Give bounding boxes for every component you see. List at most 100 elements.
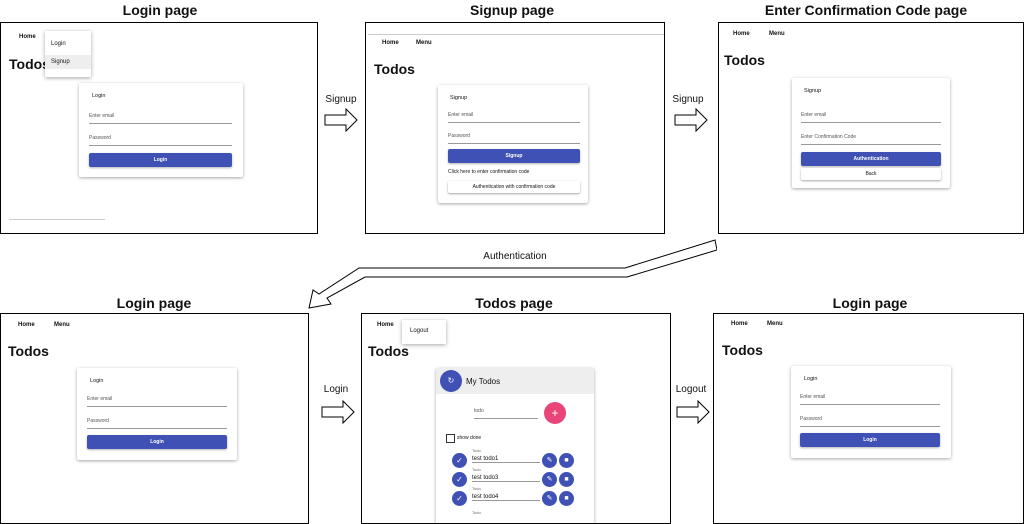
todo-label: Todo: [472, 448, 481, 453]
check-icon[interactable]: ✓: [452, 472, 467, 487]
email-field[interactable]: Enter email: [801, 112, 941, 123]
arrow-label-logout: Logout: [675, 384, 707, 395]
title-login-page-3: Login page: [832, 295, 908, 311]
nav-menu[interactable]: Menu: [767, 321, 783, 327]
password-field[interactable]: Password: [448, 133, 580, 144]
edit-icon[interactable]: ✎: [542, 491, 557, 506]
back-button[interactable]: Back: [801, 168, 941, 180]
nav-menu[interactable]: Menu: [416, 40, 432, 46]
title-confirm-page: Enter Confirmation Code page: [764, 2, 968, 18]
divider: [9, 219, 105, 220]
confirm-card: Signup Enter email Enter Confirmation Co…: [792, 78, 950, 188]
nav-bar: Home Menu: [719, 23, 1023, 45]
confirmation-hint: Click here to enter confirmation code: [448, 169, 530, 175]
email-field[interactable]: Enter email: [800, 394, 940, 405]
top-divider: [368, 34, 664, 35]
title-signup-page: Signup page: [470, 2, 554, 18]
nav-bar: Home Menu: [1, 314, 308, 336]
nav-bar: Home Menu: [366, 23, 664, 46]
todo-item-text[interactable]: test todo3: [472, 475, 540, 482]
title-login-page-2: Login page: [116, 295, 192, 311]
arrow-label-signup-2: Signup: [672, 94, 704, 105]
card-title: Signup: [450, 95, 468, 101]
arrow-right-icon: [674, 108, 708, 132]
card-title: Login: [92, 93, 106, 99]
checkbox-icon[interactable]: [446, 434, 455, 443]
nav-home[interactable]: Home: [382, 40, 399, 46]
frame-confirm: Home Menu Todos Signup Enter email Enter…: [718, 22, 1024, 234]
nav-home[interactable]: Home: [18, 322, 35, 328]
arrow-right-icon: [321, 400, 355, 424]
todo-item-text[interactable]: test todo1: [472, 456, 540, 463]
signup-button[interactable]: Signup: [448, 149, 580, 163]
login-card: Login Enter email Password Login: [791, 366, 951, 458]
authentication-button[interactable]: Authentication: [801, 152, 941, 166]
login-card: Login Enter email Password Login: [79, 83, 243, 177]
todos-card: ↻ My Todos todo + show done ✓ Todo test …: [436, 368, 594, 523]
nav-bar: Home: [362, 314, 670, 336]
nav-bar: Home: [1, 23, 317, 45]
password-field[interactable]: Password: [800, 416, 940, 427]
card-title: Login: [804, 376, 818, 382]
arrow-right-icon: [676, 400, 710, 424]
menu-item-logout[interactable]: Logout: [410, 328, 429, 334]
arrow-label-signup-1: Signup: [325, 94, 357, 105]
nav-home[interactable]: Home: [731, 321, 748, 327]
plus-icon[interactable]: +: [544, 402, 566, 424]
menu-item-signup[interactable]: Signup: [45, 55, 91, 69]
app-title: Todos: [722, 342, 763, 358]
delete-icon[interactable]: ■: [559, 453, 574, 468]
todo-item-text[interactable]: test todo4: [472, 494, 540, 501]
title-todos-page: Todos page: [475, 295, 553, 311]
arrow-label-login: Login: [323, 384, 349, 395]
email-field[interactable]: Enter email: [89, 113, 232, 124]
password-field[interactable]: Password: [89, 135, 232, 146]
dropdown-menu: Logout: [402, 320, 446, 344]
todos-title: My Todos: [466, 377, 501, 386]
nav-home[interactable]: Home: [19, 34, 36, 40]
frame-login-1: Home Todos Login Signup Login Enter emai…: [0, 22, 318, 234]
app-title: Todos: [374, 61, 415, 77]
nav-menu[interactable]: Menu: [769, 31, 785, 37]
nav-menu[interactable]: Menu: [54, 322, 70, 328]
delete-icon[interactable]: ■: [559, 472, 574, 487]
nav-home[interactable]: Home: [733, 31, 750, 37]
arrow-diagonal-icon: [308, 239, 717, 309]
todo-input[interactable]: todo: [474, 408, 538, 419]
refresh-icon[interactable]: ↻: [440, 370, 462, 392]
arrow-right-icon: [324, 108, 358, 132]
login-button[interactable]: Login: [87, 435, 227, 449]
confirmation-code-field[interactable]: Enter Confirmation Code: [801, 134, 941, 145]
todo-label: Todo: [472, 510, 481, 515]
email-field[interactable]: Enter email: [448, 112, 580, 123]
nav-home[interactable]: Home: [377, 322, 394, 328]
todo-label: Todo: [472, 486, 481, 491]
signup-card: Signup Enter email Password Signup Click…: [438, 85, 588, 203]
card-title: Login: [90, 378, 104, 384]
card-title: Signup: [804, 88, 822, 94]
frame-signup: Home Menu Todos Signup Enter email Passw…: [365, 22, 665, 234]
password-field[interactable]: Password: [87, 418, 227, 429]
app-title: Todos: [368, 343, 409, 359]
check-icon[interactable]: ✓: [452, 491, 467, 506]
check-icon[interactable]: ✓: [452, 453, 467, 468]
show-done-label: show done: [457, 435, 482, 441]
login-button[interactable]: Login: [89, 153, 232, 167]
login-button[interactable]: Login: [800, 433, 940, 447]
delete-icon[interactable]: ■: [559, 491, 574, 506]
todo-label: Todo: [472, 467, 481, 472]
frame-login-3: Home Menu Todos Login Enter email Passwo…: [713, 313, 1024, 524]
nav-bar: Home Menu: [714, 314, 1023, 336]
app-title: Todos: [9, 56, 50, 72]
confirm-code-button[interactable]: Authentication with confirmation code: [448, 181, 580, 193]
todos-header: [436, 368, 594, 394]
email-field[interactable]: Enter email: [87, 396, 227, 407]
edit-icon[interactable]: ✎: [542, 472, 557, 487]
frame-todos: Home Logout Todos ↻ My Todos todo + show…: [361, 313, 671, 524]
dropdown-menu: Login Signup: [45, 31, 91, 77]
menu-item-login[interactable]: Login: [51, 41, 66, 47]
title-login-page-1: Login page: [122, 2, 198, 18]
app-title: Todos: [8, 343, 49, 359]
edit-icon[interactable]: ✎: [542, 453, 557, 468]
login-card: Login Enter email Password Login: [77, 368, 237, 460]
